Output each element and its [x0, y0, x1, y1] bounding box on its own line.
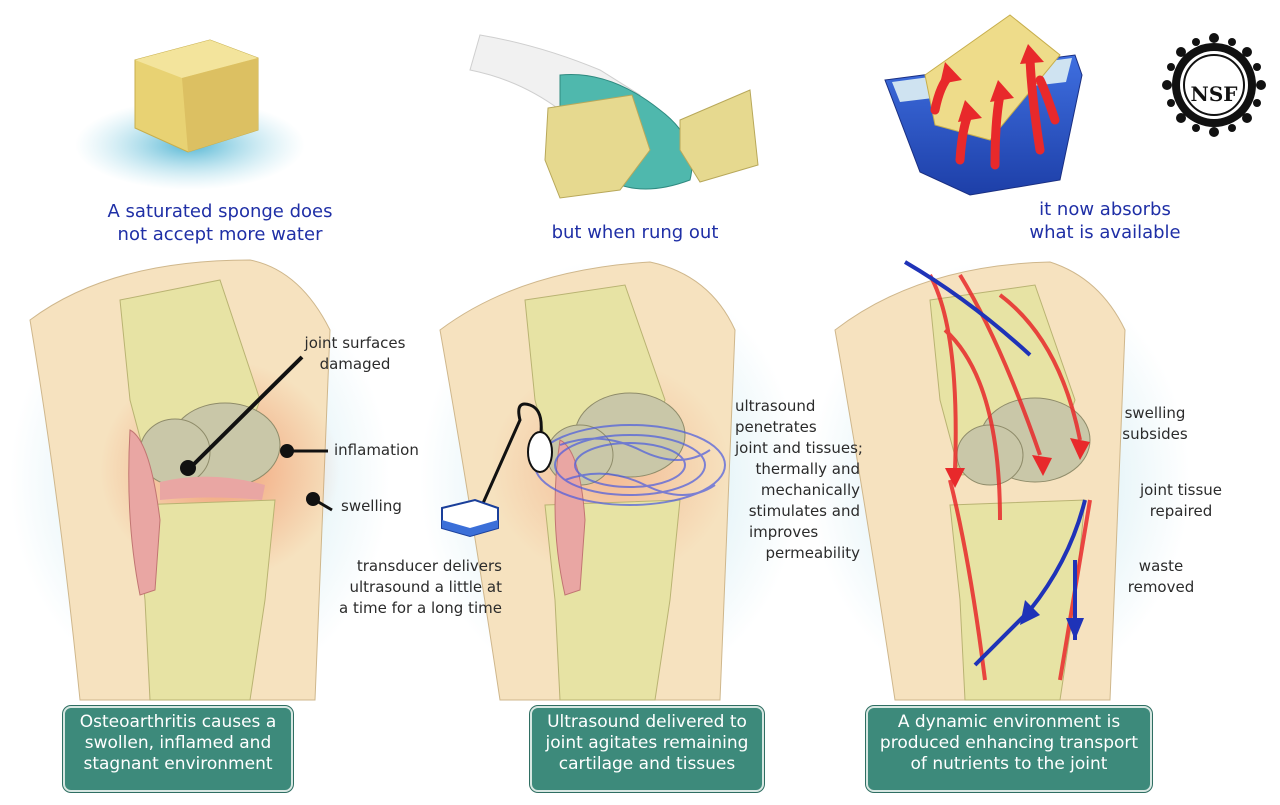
label-waste-removed: waste removed [1127, 557, 1195, 596]
nsf-logo-text: NSF [1190, 82, 1238, 106]
caption-box-ultrasound: Ultrasound delivered to joint agitates r… [530, 706, 764, 792]
label-swelling: swelling [341, 497, 402, 515]
label-joint-tissue-repaired: joint tissue repaired [1139, 481, 1223, 520]
knee-osteoarthritis [10, 259, 390, 701]
bucket-with-sponge [884, 14, 1083, 196]
nsf-logo [1162, 33, 1266, 137]
label-swelling-subsides: swelling subsides [1122, 404, 1188, 443]
label-transducer: transducer delivers ultrasound a little … [338, 557, 502, 617]
knee-ultrasound [420, 260, 800, 701]
top-caption-saturated: A saturated sponge does not accept more … [107, 201, 333, 245]
label-ultrasound-penetrates: ultrasound penetrates joint and tissues;… [735, 397, 863, 562]
top-caption-absorbs: it now absorbs what is available [1029, 199, 1181, 243]
label-joint-surfaces: joint surfaces damaged [304, 334, 406, 373]
top-caption-rung-out: but when rung out [551, 222, 719, 243]
glove-wringing-sponge [469, 34, 759, 199]
knee-dynamic-environment [810, 260, 1190, 701]
label-inflamation: inflamation [334, 441, 419, 459]
caption-box-dynamic-environment: A dynamic environment is produced enhanc… [866, 706, 1152, 792]
caption-box-osteoarthritis: Osteoarthritis causes a swollen, inflame… [63, 706, 293, 792]
sponge-in-water [75, 39, 305, 190]
